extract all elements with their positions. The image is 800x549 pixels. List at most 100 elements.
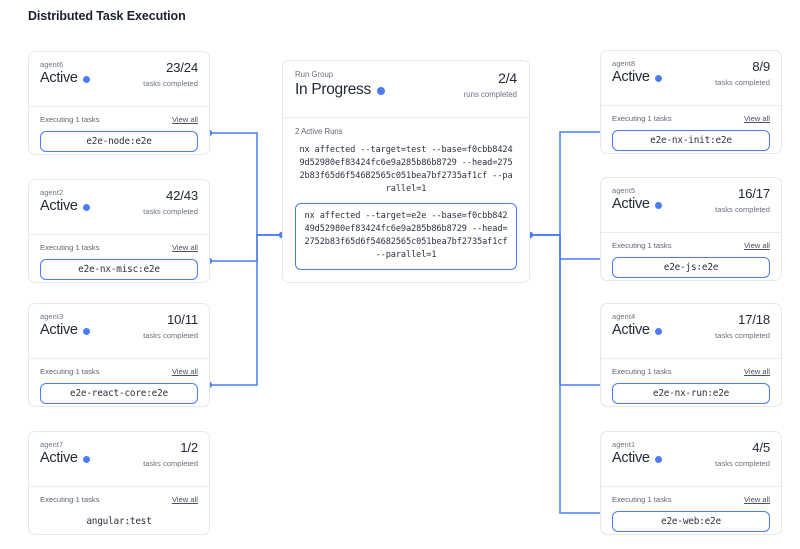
task-pill[interactable]: e2e-web:e2e: [612, 511, 770, 532]
run-group-status-text: In Progress: [295, 81, 371, 98]
agent-exec-row: Executing 1 tasks View all: [612, 241, 770, 250]
status-dot-icon: [82, 204, 90, 211]
run-command[interactable]: nx affected --target=test --base=f0cbb84…: [299, 145, 513, 194]
agent-card-header: agent5 Active 16/17 tasks completed: [601, 178, 781, 232]
wire-agent5: [530, 234, 610, 260]
agent-card-agent5[interactable]: agent5 Active 16/17 tasks completed Exec…: [600, 177, 782, 281]
agent-task-count-label: tasks completed: [143, 79, 198, 88]
agent-card-agent3[interactable]: agent3 Active 10/11 tasks completed Exec…: [28, 303, 210, 407]
view-all-link[interactable]: View all: [743, 367, 770, 376]
agent-name: agent2: [40, 188, 64, 197]
card-divider: [601, 105, 781, 106]
run-group-header: Run Group In Progress 2/4 runs completed: [283, 61, 529, 117]
agent-exec-row: Executing 1 tasks View all: [40, 243, 198, 252]
agent-task-count-label: tasks completed: [143, 459, 198, 468]
view-all-link[interactable]: View all: [743, 114, 770, 123]
card-divider: [29, 358, 209, 359]
task-pill[interactable]: e2e-js:e2e: [612, 257, 770, 278]
agent-card-header: agent3 Active 10/11 tasks completed: [29, 304, 209, 358]
run-group-card[interactable]: Run Group In Progress 2/4 runs completed…: [282, 60, 530, 283]
agent-name: agent7: [40, 440, 64, 449]
task-pill[interactable]: e2e-nx-misc:e2e: [40, 259, 198, 280]
view-all-link[interactable]: View all: [171, 243, 198, 252]
agent-exec-row: Executing 1 tasks View all: [40, 367, 198, 376]
agent-card-body: Executing 1 tasks View all e2e-nx-run:e2…: [601, 359, 781, 406]
executing-label: Executing 1 tasks: [40, 367, 100, 376]
agent-exec-row: Executing 1 tasks View all: [40, 115, 198, 124]
agent-task-count: 17/18: [737, 312, 770, 327]
run-command-highlighted[interactable]: nx affected --target=e2e --base=f0cbb842…: [295, 203, 517, 270]
wire-agent8: [530, 131, 610, 236]
agent-status-text: Active: [40, 322, 78, 338]
agent-status-text: Active: [40, 70, 78, 86]
agent-status-text: Active: [612, 196, 650, 212]
run-group-count: 2/4: [498, 70, 517, 86]
status-dot-icon: [82, 328, 90, 335]
agent-task-count: 16/17: [737, 186, 770, 201]
wire-agent3: [209, 234, 282, 386]
agent-card-body: Executing 1 tasks View all e2e-node:e2e: [29, 107, 209, 154]
agent-status-text: Active: [612, 322, 650, 338]
agent-name: agent3: [40, 312, 64, 321]
run-group-label: Run Group: [295, 70, 334, 79]
run-group-status-row: In Progress: [295, 81, 517, 99]
active-runs-label: 2 Active Runs: [295, 127, 343, 136]
status-dot-icon: [654, 75, 662, 82]
agent-task-count-label: tasks completed: [715, 78, 770, 87]
run-group-count-label: runs completed: [463, 90, 517, 99]
task-pill[interactable]: angular:test: [40, 511, 198, 532]
executing-label: Executing 1 tasks: [40, 495, 100, 504]
view-all-link[interactable]: View all: [743, 241, 770, 250]
agent-card-agent4[interactable]: agent4 Active 17/18 tasks completed Exec…: [600, 303, 782, 407]
agent-status-text: Active: [612, 450, 650, 466]
agent-task-count-label: tasks completed: [143, 331, 198, 340]
agent-status-row: Active: [612, 69, 770, 86]
executing-label: Executing 1 tasks: [40, 243, 100, 252]
agent-task-count: 10/11: [166, 312, 198, 327]
task-pill[interactable]: e2e-nx-run:e2e: [612, 383, 770, 404]
agent-status-row: Active: [612, 196, 770, 213]
executing-label: Executing 1 tasks: [612, 495, 672, 504]
agent-task-count-label: tasks completed: [715, 459, 770, 468]
agent-status-row: Active: [40, 322, 198, 339]
agent-card-body: Executing 1 tasks View all angular:test: [29, 487, 209, 534]
card-divider: [601, 486, 781, 487]
view-all-link[interactable]: View all: [171, 115, 198, 124]
agent-exec-row: Executing 1 tasks View all: [612, 114, 770, 123]
agent-card-agent8[interactable]: agent8 Active 8/9 tasks completed Execut…: [600, 50, 782, 154]
task-pill[interactable]: e2e-nx-init:e2e: [612, 130, 770, 151]
card-divider: [601, 232, 781, 233]
view-all-link[interactable]: View all: [171, 367, 198, 376]
wire-agent2: [209, 234, 282, 262]
agent-task-count: 42/43: [165, 188, 198, 203]
view-all-link[interactable]: View all: [171, 495, 198, 504]
agent-card-agent2[interactable]: agent2 Active 42/43 tasks completed Exec…: [28, 179, 210, 283]
status-dot-icon: [654, 328, 662, 335]
status-dot-icon: [654, 456, 662, 463]
task-pill[interactable]: e2e-react-core:e2e: [40, 383, 198, 404]
card-divider: [29, 486, 209, 487]
agent-name: agent1: [612, 440, 636, 449]
agent-status-row: Active: [612, 450, 770, 467]
agent-task-count: 23/24: [165, 60, 198, 75]
agent-card-agent7[interactable]: agent7 Active 1/2 tasks completed Execut…: [28, 431, 210, 535]
agent-task-count-label: tasks completed: [715, 331, 770, 340]
status-dot-icon: [654, 202, 662, 209]
agent-card-agent1[interactable]: agent1 Active 4/5 tasks completed Execut…: [600, 431, 782, 535]
agent-card-header: agent2 Active 42/43 tasks completed: [29, 180, 209, 234]
agent-status-row: Active: [612, 322, 770, 339]
view-all-link[interactable]: View all: [743, 495, 770, 504]
agent-task-count-label: tasks completed: [715, 205, 770, 214]
agent-card-body: Executing 1 tasks View all e2e-nx-init:e…: [601, 106, 781, 153]
task-pill[interactable]: e2e-node:e2e: [40, 131, 198, 152]
status-dot-icon: [82, 76, 90, 83]
wire-agent1: [530, 234, 610, 514]
executing-label: Executing 1 tasks: [612, 241, 672, 250]
agent-card-body: Executing 1 tasks View all e2e-web:e2e: [601, 487, 781, 534]
wire-agent4: [530, 234, 610, 386]
agent-card-agent6[interactable]: agent6 Active 23/24 tasks completed Exec…: [28, 51, 210, 155]
card-divider: [283, 117, 529, 118]
executing-label: Executing 1 tasks: [612, 367, 672, 376]
page-title: Distributed Task Execution: [28, 9, 186, 23]
executing-label: Executing 1 tasks: [612, 114, 672, 123]
